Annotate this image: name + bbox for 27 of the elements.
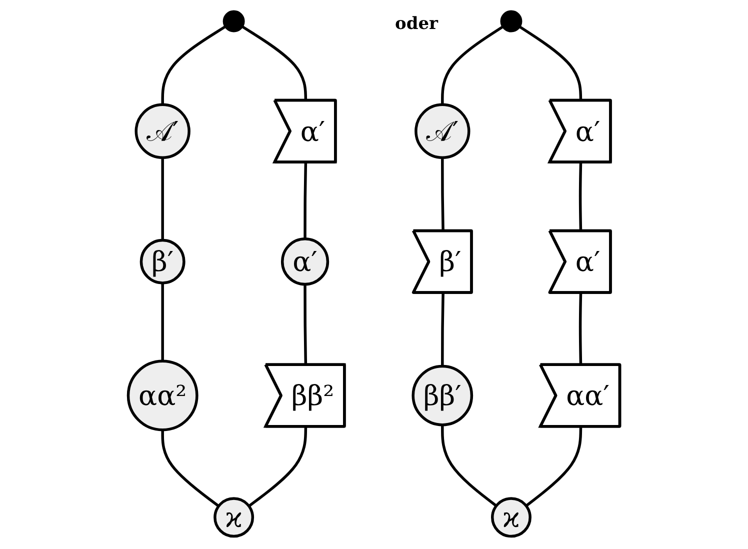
connector (161, 282, 164, 362)
connector (441, 424, 498, 507)
node-circle: 𝒜′ (134, 103, 190, 159)
connector (441, 293, 444, 366)
node-circle (222, 10, 245, 32)
connector (161, 26, 226, 105)
note-text: oder (395, 14, 438, 34)
node-circle: α′ (280, 238, 330, 286)
connector (161, 158, 164, 240)
connector (578, 293, 582, 366)
node-circle (500, 10, 522, 32)
node-circle: ϰ (214, 497, 254, 538)
connector (242, 26, 308, 101)
connector (441, 26, 504, 105)
connector (519, 26, 582, 101)
connector (304, 162, 308, 239)
connector (248, 427, 308, 508)
connector (578, 162, 582, 232)
node-circle: 𝒜′ (414, 103, 470, 159)
connector (525, 427, 582, 507)
node-circle: αα² (126, 360, 198, 432)
connector (304, 284, 308, 366)
node-circle: ϰ (491, 497, 532, 538)
node-circle: β′ (140, 238, 186, 284)
connector (441, 158, 444, 232)
node-circle: ββ′ (412, 364, 474, 426)
connector (161, 430, 220, 508)
